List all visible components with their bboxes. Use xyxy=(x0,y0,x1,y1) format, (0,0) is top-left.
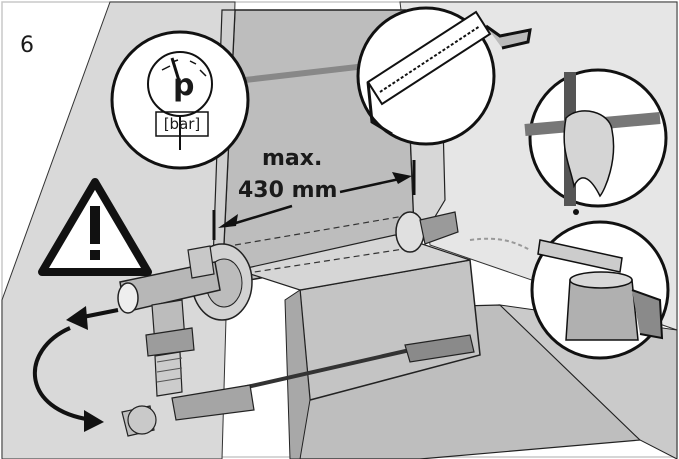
rotate-arrows xyxy=(32,306,119,432)
dimension-value: 430 mm xyxy=(238,178,338,203)
dimension-arrows xyxy=(212,160,416,240)
dimension-label: max. xyxy=(262,146,323,171)
step-number: 6 xyxy=(20,33,34,58)
pipe-section xyxy=(234,211,459,276)
hacksaw-icon xyxy=(356,6,532,146)
extension-rod xyxy=(121,334,475,437)
warning-triangle-icon xyxy=(38,178,152,276)
pressure-gauge-icon xyxy=(110,30,250,170)
cloth-icon xyxy=(524,68,668,215)
gauge-unit: [bar] xyxy=(163,115,201,133)
oil-can-icon xyxy=(469,220,670,360)
tap-assembly xyxy=(117,243,253,397)
gauge-symbol: p xyxy=(173,68,195,103)
